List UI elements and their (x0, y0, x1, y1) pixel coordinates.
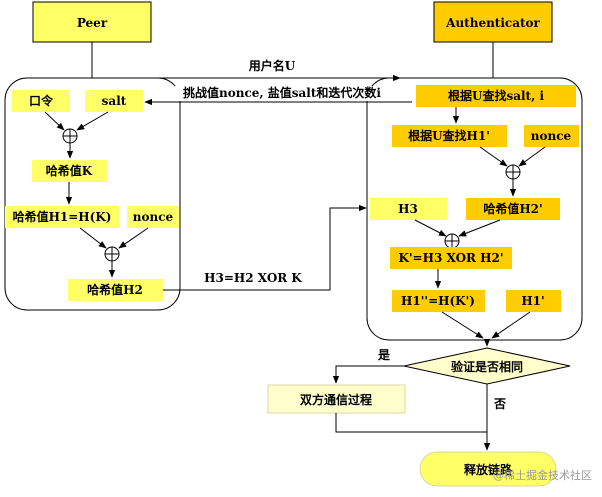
verify-decision: 验证是否相同 (403, 347, 571, 385)
username-message: 用户名U (248, 58, 296, 73)
auth-kprime-label: K'=H3 XOR H2' (398, 251, 503, 265)
peer-container (4, 77, 181, 311)
auth-h3-box: H3 (370, 198, 447, 220)
auth-h1dp-label: H1''=H(K') (401, 294, 475, 308)
peer-title-box: Peer (32, 1, 152, 43)
h3-message: H3=H2 XOR K (204, 271, 302, 285)
peer-hash-h1-box: 哈希值H1=H(K) (5, 206, 119, 228)
watermark: @稀土掘金技术社区 (493, 468, 592, 482)
peer-nonce-label: nonce (133, 210, 174, 224)
auth-h1p-label: H1' (521, 294, 544, 308)
peer-password-label: 口令 (29, 93, 54, 108)
peer-xor-1-icon (62, 128, 78, 144)
peer-hash-k-box: 哈希值K (32, 160, 107, 182)
yes-arrow (332, 365, 404, 384)
h3-arrow (163, 204, 367, 291)
auth-xor-2-icon (444, 233, 460, 249)
auth-hash-h2-box: 哈希值H2' (466, 198, 560, 220)
auth-kprime-box: K'=H3 XOR H2' (390, 247, 512, 269)
peer-title: Peer (77, 16, 108, 30)
auth-lookup-h1-label: 根据U查找H1' (408, 128, 490, 143)
peer-hash-k-label: 哈希值K (46, 163, 93, 178)
authenticator-title-box: Authenticator (433, 1, 553, 43)
communicate-box: 双方通信过程 (267, 384, 406, 414)
auth-nonce-box: nonce (524, 125, 579, 147)
communicate-label: 双方通信过程 (300, 392, 372, 407)
yes-label: 是 (377, 348, 391, 362)
authenticator-title: Authenticator (445, 16, 540, 30)
auth-lookup-salt-label: 根据U查找salt, i (448, 88, 544, 103)
auth-lookup-h1-box: 根据U查找H1' (392, 125, 507, 147)
peer-password-box: 口令 (12, 90, 70, 112)
auth-h1dp-box: H1''=H(K') (392, 290, 485, 312)
peer-xor-2-icon (104, 246, 120, 262)
auth-nonce-label: nonce (531, 129, 572, 143)
auth-lookup-salt-box: 根据U查找salt, i (416, 85, 576, 107)
release-box: 释放链路 (419, 451, 557, 487)
peer-hash-h2-box: 哈希值H2 (68, 279, 163, 301)
release-label: 释放链路 (464, 462, 513, 477)
peer-salt-label: salt (102, 94, 127, 108)
auth-h3-label: H3 (398, 202, 418, 216)
peer-salt-box: salt (85, 90, 143, 112)
peer-nonce-box: nonce (127, 206, 179, 228)
auth-hash-h2-label: 哈希值H2' (483, 201, 542, 216)
auth-xor-1-icon (505, 164, 521, 180)
auth-h1p-box: H1' (506, 290, 561, 312)
peer-hash-h1-label: 哈希值H1=H(K) (13, 209, 112, 224)
peer-hash-h2-label: 哈希值H2 (87, 282, 143, 297)
verify-label: 验证是否相同 (451, 359, 523, 374)
challenge-message: 挑战值nonce, 盐值salt和迭代次数i (183, 85, 381, 100)
no-label: 否 (493, 397, 506, 411)
